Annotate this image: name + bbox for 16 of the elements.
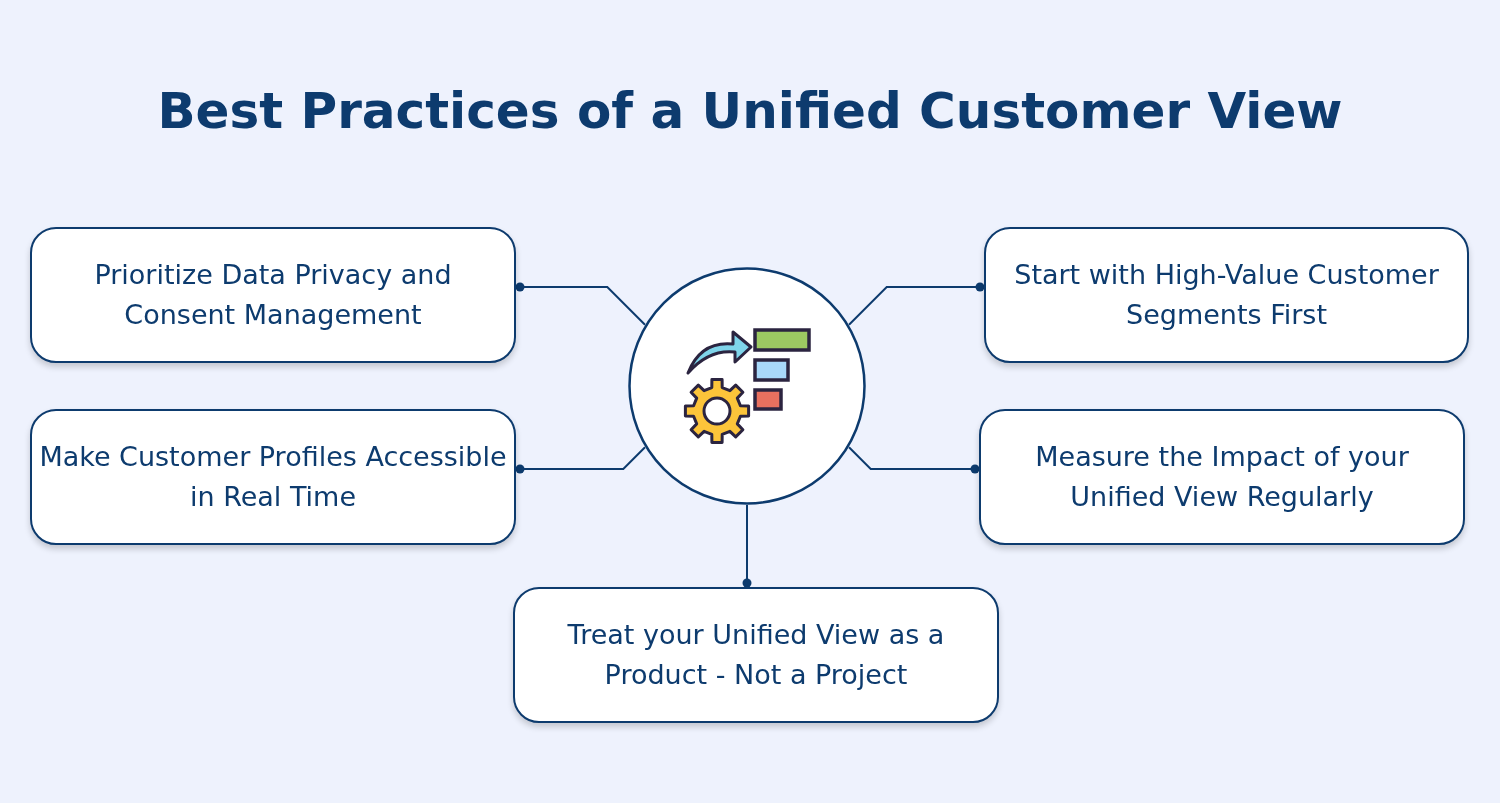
connector-line — [515, 446, 646, 474]
text-box — [984, 227, 1469, 363]
title: Best Practices of a Unified Customer View — [156, 82, 1344, 140]
text-box — [30, 227, 516, 363]
connector-line — [742, 504, 752, 588]
text-box — [979, 409, 1465, 545]
practice-text: Treat your Unified View as a Product - Not a Project — [566, 618, 946, 692]
practice-text: Prioritize Data Privacy and Consent Management — [93, 258, 453, 332]
connector-line — [848, 446, 980, 474]
connector-line — [848, 282, 985, 326]
text-box — [513, 587, 999, 723]
practice-text: Start with High-Value Customer Segments First — [1013, 258, 1440, 332]
practice-text: Measure the Impact of your Unified View Regularly — [1034, 440, 1410, 514]
connector-line — [515, 282, 646, 326]
practice-text: Make Customer Profiles Accessible in Real Time — [38, 440, 508, 514]
text-box — [30, 409, 516, 545]
